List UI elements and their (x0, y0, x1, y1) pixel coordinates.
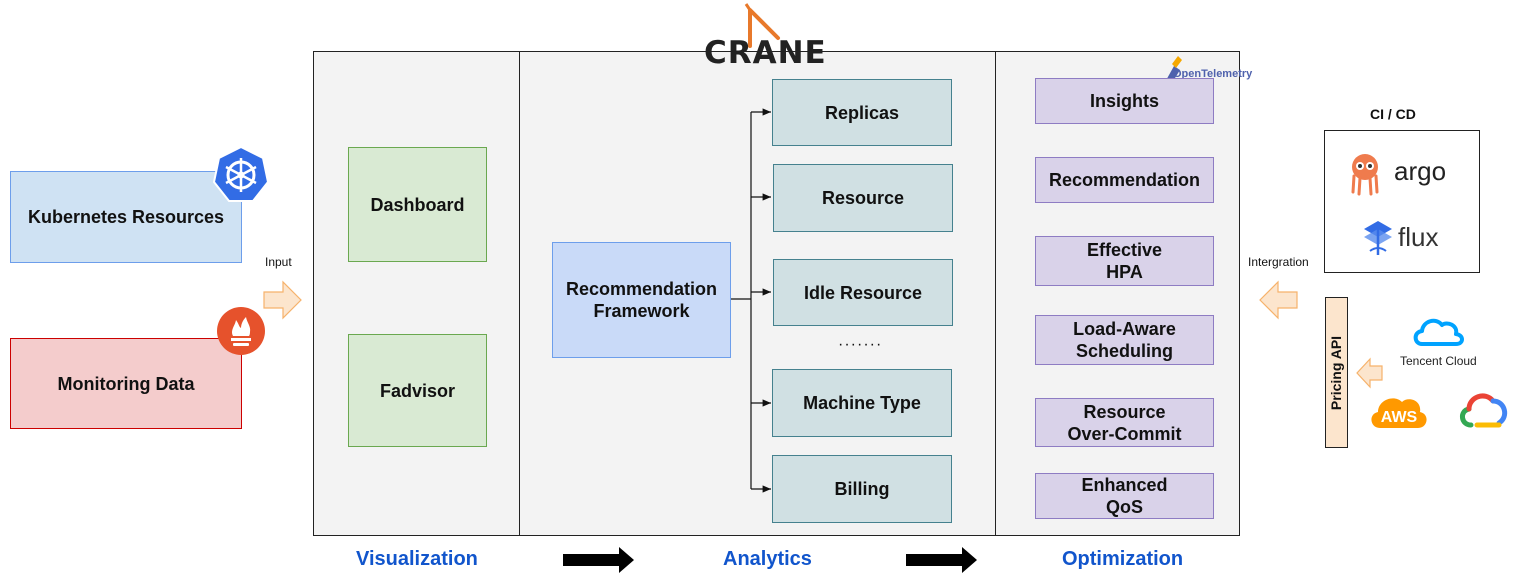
recommender-idle-resource[interactable]: Idle Resource (773, 259, 953, 326)
cicd-title: CI / CD (1370, 106, 1416, 122)
input-arrow (263, 280, 302, 320)
opentelemetry-text: OpenTelemetry (1173, 68, 1253, 80)
optimization-recommendation[interactable]: Recommendation (1035, 157, 1214, 203)
aws-icon: AWS (1371, 398, 1427, 428)
recommender-resource[interactable]: Resource (773, 164, 953, 232)
flux-icon (1364, 221, 1392, 255)
recommendation-framework-box[interactable]: Recommendation Framework (552, 242, 731, 358)
fadvisor-box[interactable]: Fadvisor (348, 334, 487, 447)
framework-branch-lines (731, 108, 771, 493)
kubernetes-resources-box: Kubernetes Resources (10, 171, 242, 263)
optimization-load-aware-scheduling[interactable]: Load-Aware Scheduling (1035, 315, 1214, 365)
input-label: Input (265, 255, 292, 269)
crane-logo-text: CRANE (704, 35, 827, 71)
argo-text: argo (1394, 156, 1447, 186)
aws-text: AWS (1381, 409, 1418, 426)
pricing-api-label: Pricing API (1328, 335, 1344, 411)
optimization-insights[interactable]: Insights (1035, 78, 1214, 124)
kubernetes-wheel-icon (212, 145, 270, 202)
google-cloud-icon (1460, 393, 1508, 428)
section-divider (519, 51, 520, 536)
cloud-pricing-arrow (1356, 357, 1383, 389)
flow-arrow-2 (906, 547, 977, 573)
stage-label-visualization: Visualization (356, 548, 478, 570)
cicd-box (1324, 130, 1480, 273)
optimization-resource-over-commit[interactable]: Resource Over-Commit (1035, 398, 1214, 447)
crane-logo: CRANE (700, 2, 830, 71)
integration-arrow (1259, 280, 1298, 320)
prometheus-flame-icon (217, 307, 265, 355)
dashboard-box[interactable]: Dashboard (348, 147, 487, 262)
tencent-cloud-text: Tencent Cloud (1400, 354, 1477, 368)
optimization-effective-hpa[interactable]: Effective HPA (1035, 236, 1214, 286)
stage-label-optimization: Optimization (1062, 548, 1184, 570)
crane-hook-icon (744, 3, 780, 48)
recommender-ellipsis: ······· (838, 336, 883, 353)
section-divider (995, 51, 996, 536)
recommender-machine-type[interactable]: Machine Type (772, 369, 952, 437)
integration-label: Intergration (1248, 255, 1309, 269)
argo-octopus-icon (1351, 154, 1379, 196)
recommender-billing[interactable]: Billing (772, 455, 952, 523)
optimization-enhanced-qos[interactable]: Enhanced QoS (1035, 473, 1214, 519)
monitoring-data-box: Monitoring Data (10, 338, 242, 429)
flow-arrow-1 (563, 547, 634, 573)
tencent-cloud-icon (1413, 318, 1464, 346)
recommender-replicas[interactable]: Replicas (772, 79, 952, 146)
pricing-api-box[interactable] (1325, 297, 1348, 448)
flux-text: flux (1398, 222, 1439, 252)
stage-label-analytics: Analytics (723, 548, 812, 570)
